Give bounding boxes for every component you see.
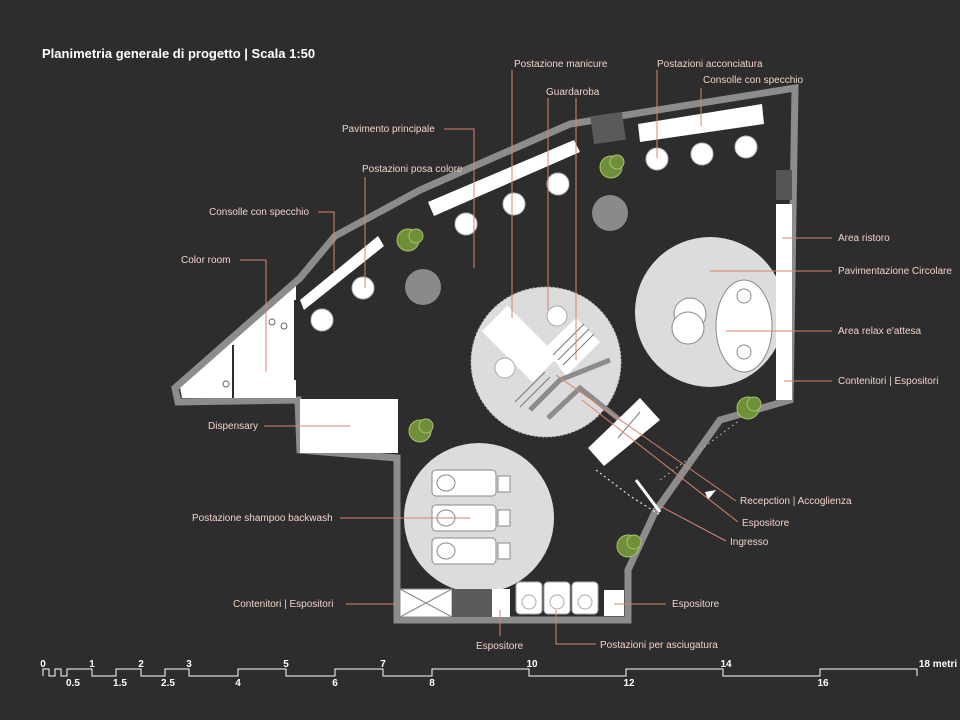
label-espositore-bottom: Espositore (476, 641, 524, 652)
manicure-table (481, 305, 559, 383)
relax-sofa (715, 279, 773, 373)
interior-wall (528, 357, 611, 412)
label-ingresso: Ingresso (730, 537, 769, 548)
wall-pillar (776, 170, 792, 200)
scale-tick-10: 10 (526, 659, 538, 670)
consolle-center (428, 140, 580, 216)
label-shampoo: Postazione shampoo backwash (192, 513, 333, 524)
label-consolle-top: Consolle con specchio (703, 75, 803, 86)
label-contenitori-right: Contenitori | Espositori (838, 376, 938, 387)
scale-tick-1: 1 (89, 659, 95, 670)
plants (396, 154, 762, 558)
label-consolle-left: Consolle con specchio (209, 207, 309, 218)
column-right (592, 195, 628, 231)
scale-tick-5: 5 (283, 659, 289, 670)
scale-tick-1-5: 1.5 (113, 678, 127, 689)
label-pavimento: Pavimento principale (342, 124, 435, 135)
scale-tick-0-5: 0.5 (66, 678, 80, 689)
label-posa-colore: Postazioni posa colore (362, 164, 463, 175)
scale-tick-2-5: 2.5 (161, 678, 175, 689)
column-left (405, 269, 441, 305)
contenitori-right (776, 204, 792, 400)
scale-tick-4: 4 (235, 678, 241, 689)
label-acconciatura: Postazioni acconciatura (657, 59, 763, 70)
reception-desk (588, 398, 660, 466)
leader-lines (240, 70, 832, 645)
posa-colore-stools (310, 135, 758, 332)
label-color-room: Color room (181, 255, 230, 266)
color-room (180, 286, 296, 398)
label-contenitori-bottom: Contenitori | Espositori (233, 599, 333, 610)
stair-block (545, 318, 600, 376)
scale-tick-8: 8 (429, 678, 435, 689)
scale-tick-0: 0 (40, 659, 46, 670)
scale-unit-label: 18 metri (919, 659, 958, 670)
label-guardaroba: Guardaroba (546, 87, 600, 98)
scale-bar: 0 1 2 3 5 7 10 14 18 metri 0.5 1.5 2.5 4… (40, 659, 957, 689)
consolle-left (300, 236, 384, 310)
scale-tick-2: 2 (138, 659, 144, 670)
guardaroba-box (590, 111, 626, 145)
scale-tick-12: 12 (623, 678, 635, 689)
espositore-right-unit (604, 590, 624, 616)
scale-tick-7: 7 (380, 659, 386, 670)
label-area-relax: Area relax e'attesa (838, 326, 922, 337)
label-espositore-right: Espositore (672, 599, 720, 610)
plan-title: Planimetria generale di progetto | Scala… (42, 46, 316, 61)
entrance-door (634, 479, 662, 513)
scale-tick-14: 14 (720, 659, 732, 670)
label-area-ristoro: Area ristoro (838, 233, 890, 244)
label-pavimentazione: Pavimentazione Circolare (838, 266, 952, 277)
shampoo-stations (431, 469, 511, 565)
espositore-bottom-unit (492, 589, 510, 617)
scale-tick-3: 3 (186, 659, 192, 670)
scale-tick-6: 6 (332, 678, 338, 689)
label-espositore-mid: Espositore (742, 518, 790, 529)
scale-tick-16: 16 (817, 678, 829, 689)
cabinet-dark (452, 589, 492, 617)
label-asciugatura: Postazioni per asciugatura (600, 640, 718, 651)
label-dispensary: Dispensary (208, 421, 258, 432)
label-reception: Recepction | Accoglienza (740, 496, 852, 507)
label-manicure: Postazione manicure (514, 59, 608, 70)
dryer-stations (515, 581, 599, 615)
relax-table-b (671, 311, 705, 345)
